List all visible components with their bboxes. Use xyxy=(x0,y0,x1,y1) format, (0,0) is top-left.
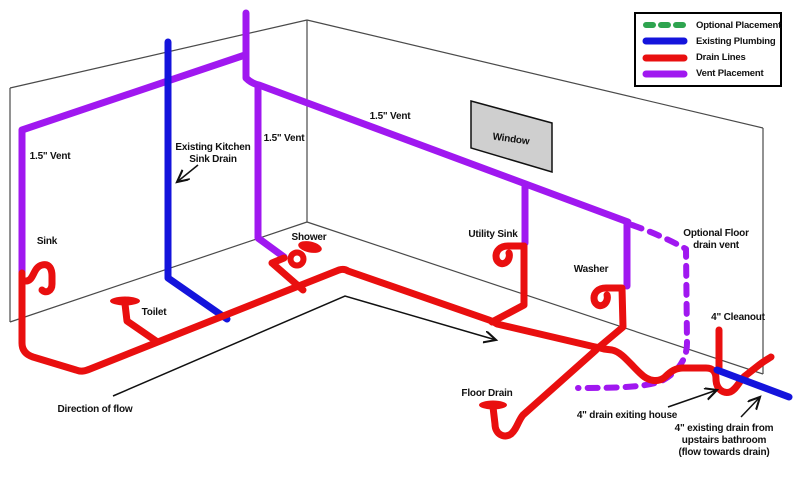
shower-drain-blob xyxy=(298,241,322,253)
legend-label-existing: Existing Plumbing xyxy=(696,35,776,47)
legend-item-drain-lines: Drain Lines xyxy=(642,52,774,63)
toilet-label: Toilet xyxy=(142,307,168,318)
floor-drain-label: Floor Drain xyxy=(461,388,512,399)
upstairs-label-3: (flow towards drain) xyxy=(678,447,769,458)
vent-mid-label: 1.5" Vent xyxy=(264,133,306,144)
vent-left-label: 1.5" Vent xyxy=(30,151,72,162)
kitchen-drain-arrow xyxy=(177,164,199,182)
washer-trap xyxy=(590,284,625,310)
window: Window xyxy=(470,100,553,174)
legend-item-vent-placement: Vent Placement xyxy=(642,68,774,79)
drain-exiting-arrow xyxy=(667,390,717,408)
diagram-labels: 1.5" Vent Sink Existing Kitchen Sink Dra… xyxy=(30,111,774,458)
legend-item-optional-placement: Optional Placement xyxy=(642,20,781,31)
shower-branch-pipe xyxy=(268,254,307,294)
window-label: Window xyxy=(492,131,531,147)
upstairs-existing-drain-pipe xyxy=(713,366,793,401)
shower-label: Shower xyxy=(292,232,327,243)
shower-vent-pipe xyxy=(254,81,288,261)
cleanout-label: 4" Cleanout xyxy=(711,312,766,323)
legend-label-optional: Optional Placement xyxy=(696,19,782,31)
legend-item-existing-plumbing: Existing Plumbing xyxy=(642,35,776,47)
toilet-branch-pipe xyxy=(121,300,160,345)
vent-diagonal-label: 1.5" Vent xyxy=(370,111,412,122)
legend-label-vent: Vent Placement xyxy=(696,68,764,80)
legend: Optional Placement Existing Plumbing Dra… xyxy=(634,12,782,87)
direction-of-flow-arrow xyxy=(112,295,496,397)
optional-vent-label-1: Optional Floor xyxy=(683,228,749,239)
drain-exiting-label: 4" drain exiting house xyxy=(577,410,678,421)
utility-sink-trap xyxy=(492,242,527,268)
utility-sink-label: Utility Sink xyxy=(468,229,518,240)
annotation-arrows xyxy=(112,164,760,418)
vent-lines xyxy=(18,9,690,391)
utility-sink-branch-pipe xyxy=(488,242,528,326)
legend-label-drain: Drain Lines xyxy=(696,52,746,64)
room-outline xyxy=(9,19,764,375)
existing-kitchen-sink-drain-pipe xyxy=(164,38,231,323)
main-vent-stack-and-diagonal xyxy=(242,9,632,226)
existing-plumbing-swatch-icon xyxy=(642,37,688,45)
shower-trap-loop xyxy=(287,249,307,269)
optional-vent-label-2: drain vent xyxy=(693,240,740,251)
direction-of-flow-label: Direction of flow xyxy=(58,404,133,415)
kitchen-drain-label-2: Sink Drain xyxy=(189,154,237,165)
washer-label: Washer xyxy=(574,264,609,275)
floor-drain-trap-pipe xyxy=(489,346,600,440)
left-wall-top-edge xyxy=(9,19,308,89)
kitchen-drain-label-1: Existing Kitchen xyxy=(175,142,250,153)
drain-lines xyxy=(18,241,775,440)
main-drain-pipe xyxy=(18,265,775,396)
washer-branch-pipe xyxy=(594,284,627,352)
optional-placement-swatch-icon xyxy=(643,22,687,29)
right-wall-top-edge xyxy=(306,19,764,129)
drain-lines-swatch-icon xyxy=(642,54,688,62)
sink-label: Sink xyxy=(37,236,58,247)
upstairs-label-1: 4" existing drain from xyxy=(675,423,774,434)
window-pane xyxy=(470,100,553,174)
toilet-flange xyxy=(110,296,140,306)
upstairs-drain-arrow xyxy=(740,397,760,418)
vent-placement-swatch-icon xyxy=(642,70,688,78)
upstairs-label-2: upstairs bathroom xyxy=(682,435,767,446)
sink-trap xyxy=(22,261,56,296)
